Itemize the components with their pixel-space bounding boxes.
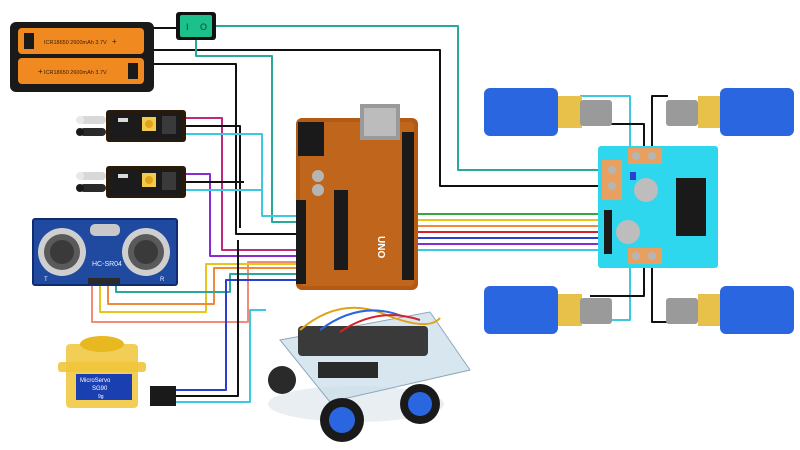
wire-motor-tl-cyan <box>580 95 631 150</box>
motor-top-left <box>484 88 612 136</box>
wire-motor-tr-black <box>651 95 668 150</box>
switch-on-symbol: I <box>186 22 189 32</box>
wire-us-salmon <box>91 261 296 323</box>
wire-ir1-magenta <box>186 117 296 251</box>
ultrasonic-sensor: HC-SR04 T R <box>32 218 178 286</box>
arduino-logo: UNO <box>375 236 386 258</box>
wire-switch-to-arduino-teal <box>195 40 296 223</box>
wire-us-teal <box>115 273 296 293</box>
ultrasonic-pin-t: T <box>44 277 48 283</box>
ultrasonic-model-label: HC-SR04 <box>92 261 122 268</box>
battery-top-label: ICR18650 2600mAh 3.7V <box>44 40 107 46</box>
battery-bottom-plus: + <box>38 67 43 76</box>
ir-sensor-2 <box>76 166 186 198</box>
arduino-uno: UNO <box>296 104 418 290</box>
servo-brand-label: MicroServo <box>80 378 111 384</box>
wire-motor-br-black <box>651 268 668 323</box>
battery-pack: ICR18650 2600mAh 3.7V ICR18650 2600mAh 3… <box>10 22 154 92</box>
wire-ir1-cyan <box>186 133 296 217</box>
wire-us-orange <box>107 267 296 305</box>
servo-model-label: SG90 <box>92 386 108 392</box>
servo-voltage-label: 9g <box>98 394 104 400</box>
motor-bottom-left <box>484 286 612 334</box>
wire-switch-to-driver-teal <box>216 25 602 171</box>
wire-motor-bl-black <box>590 268 645 297</box>
wire-us-yellow <box>99 263 296 313</box>
wires <box>91 25 668 403</box>
wire-ir1-black <box>186 125 241 228</box>
robot-car-image <box>268 306 471 442</box>
wire-servo-cyan <box>176 309 266 403</box>
wire-servo-black <box>176 240 239 397</box>
switch-off-symbol: O <box>200 22 207 32</box>
wire-battery-ground-to-driver <box>150 49 602 187</box>
battery-bottom-label: ICR18650 2600mAh 3.7V <box>44 70 107 76</box>
battery-top-plus: + <box>112 37 117 46</box>
ultrasonic-pin-r: R <box>160 277 165 283</box>
wire-ir2-purple <box>186 173 296 257</box>
motor-driver-board <box>598 146 718 268</box>
ir-sensor-1 <box>76 110 186 142</box>
motor-top-right <box>666 88 794 136</box>
motor-bottom-right <box>666 286 794 334</box>
micro-servo: MicroServo SG90 9g <box>58 336 176 408</box>
wire-servo-blue <box>176 279 296 391</box>
power-switch[interactable]: I O <box>176 12 216 40</box>
wire-battery-to-arduino-black <box>150 63 296 235</box>
